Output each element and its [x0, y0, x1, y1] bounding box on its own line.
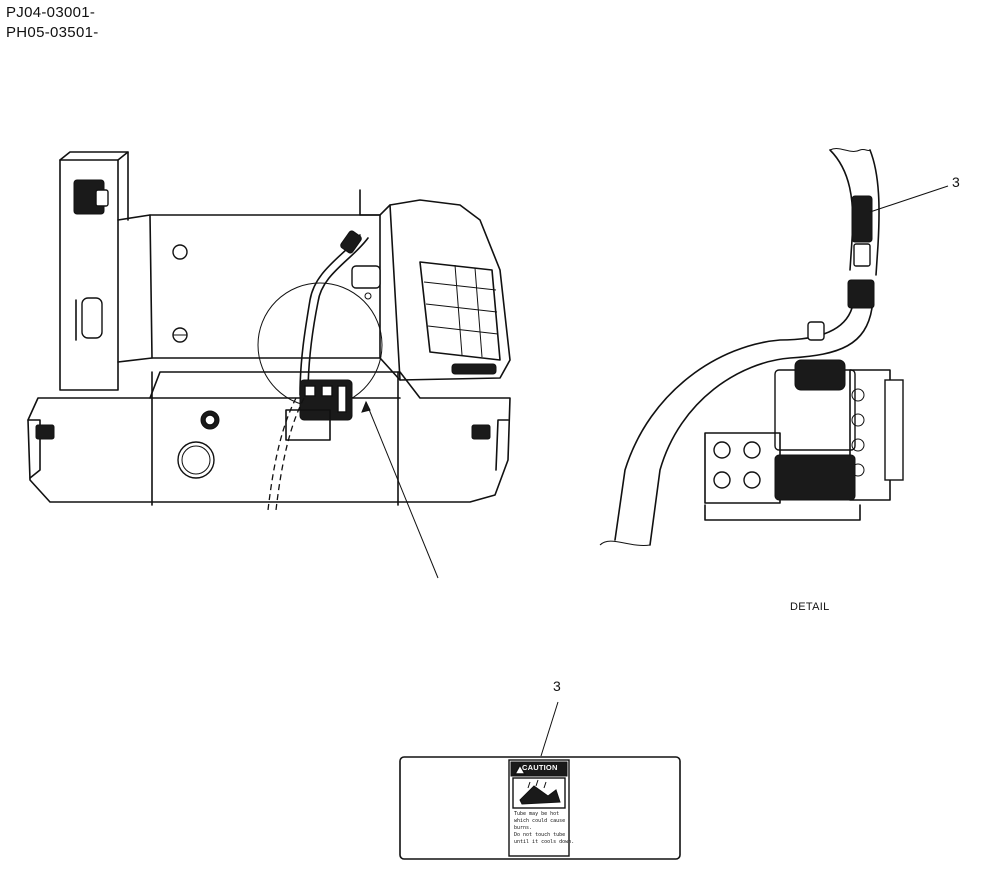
hose-detail-view — [599, 148, 949, 546]
callout-number-top: 3 — [952, 174, 960, 190]
hot-surface-hand-icon — [519, 785, 561, 805]
decal-line: Do not touch tube — [514, 832, 566, 838]
serial-range-1: PJ04-03001- — [6, 4, 96, 21]
detail-label: DETAIL — [790, 601, 830, 613]
callout-number-bottom: 3 — [553, 678, 561, 694]
decal-line: burns. — [514, 825, 533, 831]
decal-header: CAUTION — [522, 763, 558, 772]
decal-line: until it cools down. — [514, 839, 575, 845]
decal-line: Tube may be hot — [514, 811, 560, 817]
warning-triangle-icon — [513, 763, 527, 775]
machine-rear-view — [27, 151, 511, 579]
caution-decal-callout — [399, 701, 681, 860]
decal-line: which could cause — [514, 818, 566, 824]
serial-range-2: PH05-03501- — [6, 24, 99, 41]
